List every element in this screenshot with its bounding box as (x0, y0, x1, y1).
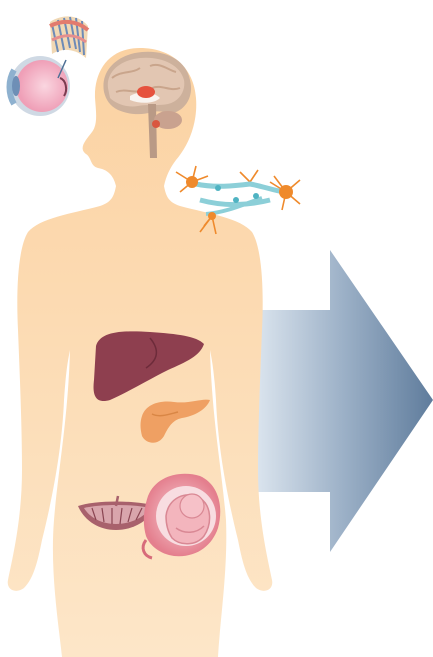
process-arrow (245, 250, 433, 552)
eye-illustration (10, 56, 71, 116)
